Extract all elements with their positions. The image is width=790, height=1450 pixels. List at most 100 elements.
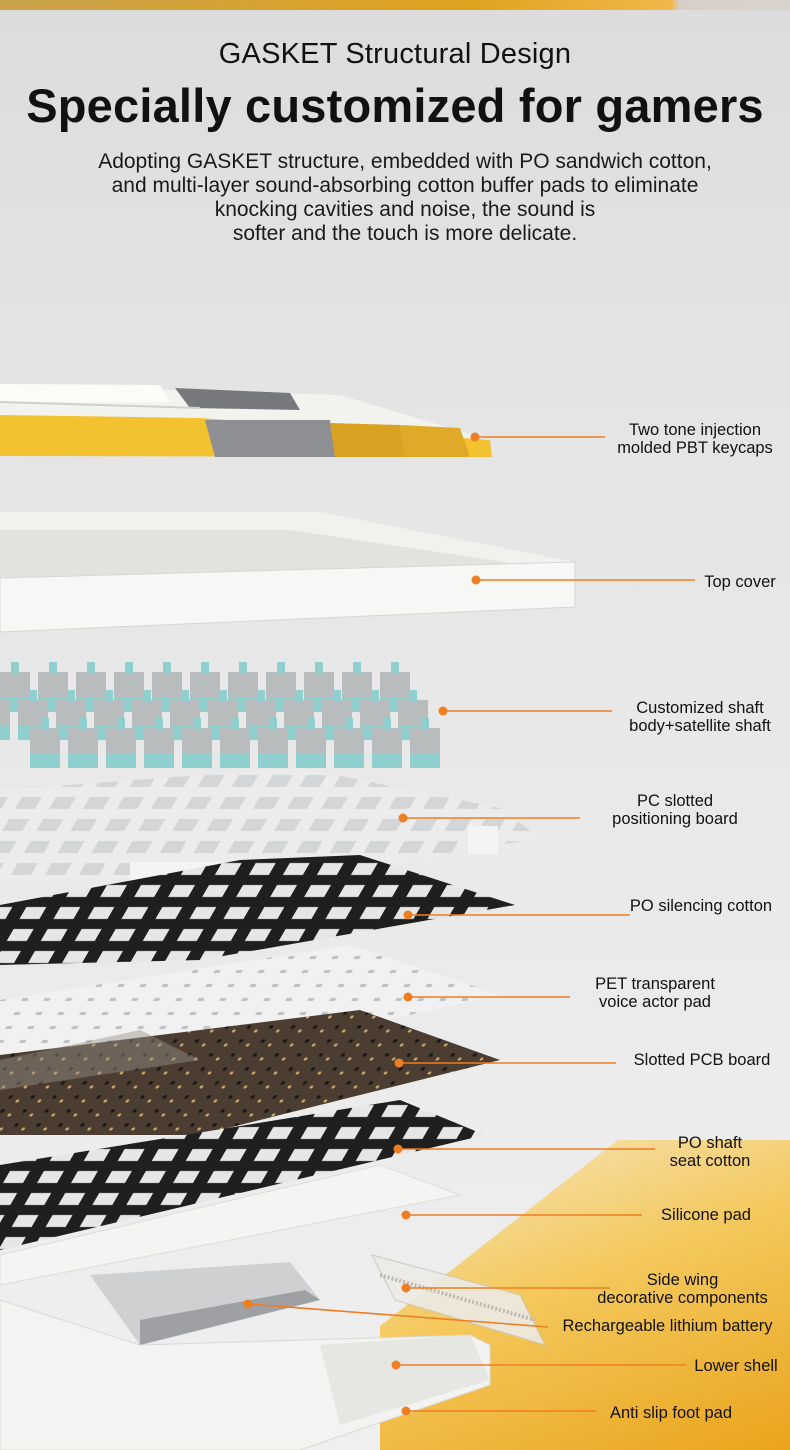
label-po-shaft-seat-cotton: PO shaft seat cotton bbox=[650, 1134, 770, 1170]
label-line: Two tone injection bbox=[628, 421, 762, 439]
callout-dot bbox=[401, 1283, 411, 1293]
pcb-layer bbox=[0, 1010, 500, 1135]
switch-stem bbox=[155, 718, 163, 730]
label-line: PET transparent bbox=[595, 975, 715, 993]
switch-stem bbox=[295, 690, 303, 702]
callouts bbox=[243, 432, 695, 1416]
callout-dot bbox=[470, 432, 480, 442]
label-keycaps: Two tone injection molded PBT keycaps bbox=[600, 421, 790, 457]
label-line: PO shaft bbox=[677, 1134, 743, 1152]
keycaps-layer bbox=[0, 384, 492, 457]
switch-stem bbox=[239, 662, 247, 674]
switch-stem bbox=[105, 690, 113, 702]
switch-stem bbox=[391, 662, 399, 674]
label-line: Customized shaft bbox=[636, 699, 764, 717]
switch-body bbox=[0, 700, 10, 734]
description-line: softer and the touch is more delicate. bbox=[232, 222, 578, 245]
description-line: and multi-layer sound-absorbing cotton b… bbox=[111, 174, 699, 197]
label-line: Top cover bbox=[704, 573, 776, 591]
po-silencing-cotton-layer bbox=[0, 855, 515, 965]
top-accent-bar bbox=[0, 0, 790, 10]
label-anti-slip-foot-pad: Anti slip foot pad bbox=[596, 1404, 746, 1422]
switch-stem bbox=[269, 718, 277, 730]
label-pcb: Slotted PCB board bbox=[616, 1051, 788, 1069]
label-lower-shell: Lower shell bbox=[684, 1357, 788, 1375]
callout-dot bbox=[403, 992, 413, 1002]
description-line: knocking cavities and noise, the sound i… bbox=[214, 198, 596, 221]
callout-dot bbox=[401, 1210, 411, 1220]
label-line: voice actor pad bbox=[599, 993, 711, 1011]
switch-stem bbox=[315, 662, 323, 674]
switch-base bbox=[68, 754, 98, 768]
label-line: PC slotted bbox=[636, 792, 714, 810]
callout-dot bbox=[401, 1406, 411, 1416]
callout-dot bbox=[243, 1299, 253, 1309]
switch-base bbox=[258, 754, 288, 768]
label-line: body+satellite shaft bbox=[629, 717, 771, 735]
switch-stem bbox=[11, 662, 19, 674]
switch-base bbox=[334, 754, 364, 768]
label-line: Rechargeable lithium battery bbox=[562, 1317, 773, 1335]
switch-stem bbox=[49, 662, 57, 674]
switch-stem bbox=[163, 662, 171, 674]
switch-stem bbox=[231, 718, 239, 730]
battery-layer bbox=[90, 1262, 320, 1345]
po-shaft-seat-cotton-layer bbox=[0, 1100, 485, 1250]
pet-pad-layer bbox=[0, 945, 500, 1055]
switch-base bbox=[106, 754, 136, 768]
switch-stem bbox=[117, 718, 125, 730]
switch-stem bbox=[193, 718, 201, 730]
label-line: PO silencing cotton bbox=[629, 897, 773, 915]
switch-base bbox=[182, 754, 212, 768]
switch-stem bbox=[79, 718, 87, 730]
switch-stem bbox=[371, 690, 379, 702]
label-line: Side wing bbox=[646, 1271, 719, 1289]
switch-base bbox=[220, 754, 250, 768]
label-line: Lower shell bbox=[694, 1357, 778, 1375]
switch-stem bbox=[125, 662, 133, 674]
label-line: Anti slip foot pad bbox=[610, 1404, 732, 1422]
top-cover-layer bbox=[0, 512, 576, 633]
page-subtitle: GASKET Structural Design bbox=[218, 38, 572, 70]
label-line: Slotted PCB board bbox=[633, 1051, 771, 1069]
switch-stem bbox=[353, 662, 361, 674]
switch-stem bbox=[333, 690, 341, 702]
switch-stem bbox=[219, 690, 227, 702]
callout-line bbox=[247, 1303, 549, 1328]
callout-dot bbox=[403, 910, 413, 920]
label-battery: Rechargeable lithium battery bbox=[545, 1317, 790, 1335]
callout-dot bbox=[394, 1058, 404, 1068]
side-wing-layer bbox=[371, 1254, 546, 1346]
switch-base bbox=[30, 754, 60, 768]
label-pet-pad: PET transparent voice actor pad bbox=[570, 975, 740, 1011]
switch-stem bbox=[143, 690, 151, 702]
switch-stem bbox=[307, 718, 315, 730]
callout-dot bbox=[438, 706, 448, 716]
label-line: seat cotton bbox=[669, 1152, 751, 1170]
callout-dot bbox=[398, 813, 408, 823]
label-line: positioning board bbox=[612, 810, 738, 828]
switch-stem bbox=[41, 718, 49, 730]
switch-stem bbox=[181, 690, 189, 702]
switch-stem bbox=[345, 718, 353, 730]
switches-layer bbox=[0, 662, 440, 768]
label-line: Silicone pad bbox=[661, 1206, 751, 1224]
lower-shell-layer bbox=[0, 1299, 491, 1450]
label-line: molded PBT keycaps bbox=[617, 439, 773, 457]
switch-stem bbox=[421, 718, 429, 730]
switch-stem bbox=[29, 690, 37, 702]
label-switches: Customized shaft body+satellite shaft bbox=[610, 699, 790, 735]
switch-stem bbox=[87, 662, 95, 674]
callout-dot bbox=[471, 575, 481, 585]
label-silicone-pad: Silicone pad bbox=[648, 1206, 764, 1224]
description-line: Adopting GASKET structure, embedded with… bbox=[98, 150, 712, 173]
label-po-silencing-cotton: PO silencing cotton bbox=[612, 897, 790, 915]
switch-stem bbox=[201, 662, 209, 674]
label-side-wing: Side wing decorative components bbox=[580, 1271, 785, 1307]
description: Adopting GASKET structure, embedded with… bbox=[40, 150, 770, 246]
switch-base bbox=[410, 754, 440, 768]
switch-stem bbox=[277, 662, 285, 674]
page-title: Specially customized for gamers bbox=[26, 79, 764, 132]
label-top-cover: Top cover bbox=[690, 573, 790, 591]
